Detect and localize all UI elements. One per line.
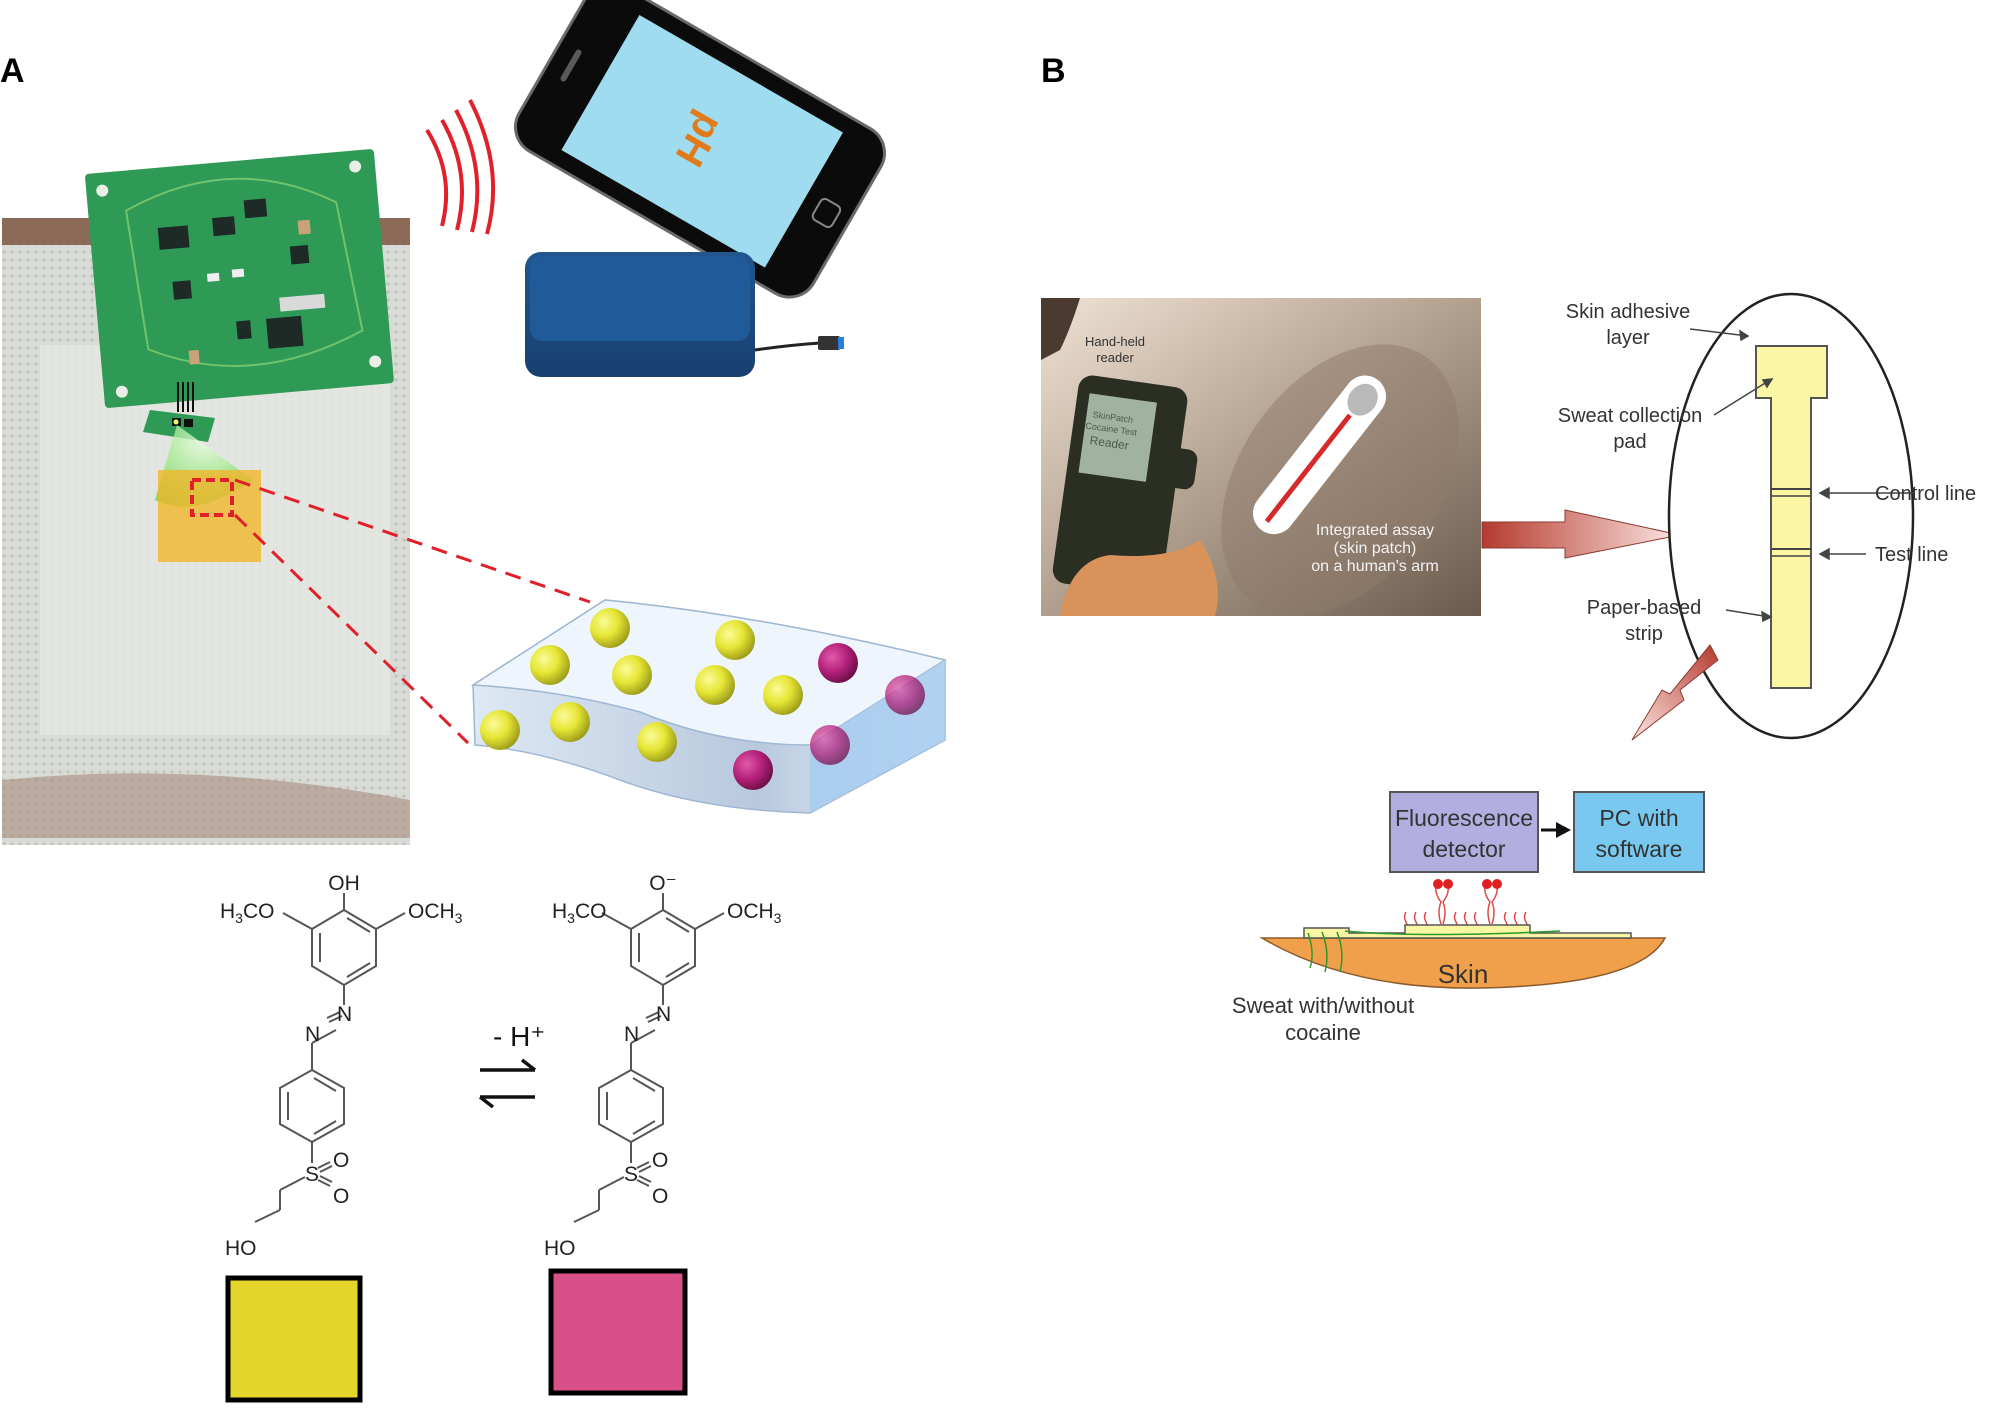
hydrogel-slab <box>470 599 947 814</box>
chem-acid-oxo-1: O <box>333 1149 349 1172</box>
chem-structure-acid <box>254 893 406 1223</box>
sweat-label-line2: cocaine <box>1285 1020 1361 1045</box>
detector-to-pc-arrow-icon <box>1541 822 1571 838</box>
label-test-line: Test line <box>1875 544 1948 566</box>
flow-arrow-down <box>1631 644 1719 741</box>
panel-a-label: A <box>0 52 25 90</box>
chem-acid-azo-n2: N <box>305 1023 320 1046</box>
panel-b-figure: Hand-held reader SkinPatch Cocaine Test … <box>1041 292 1976 1045</box>
chem-labels-acid: OH H3CO OCH3 N N S O O HO <box>220 872 463 1260</box>
indicator-beads <box>480 608 925 790</box>
reader-screen-line3: Reader <box>1089 433 1130 452</box>
assay-caption-line1: Integrated assay <box>1316 522 1434 539</box>
skin-patch <box>1252 375 1387 535</box>
chem-acid-top-group: OH <box>328 872 360 895</box>
chem-structure-base <box>573 893 725 1223</box>
skin-layer <box>1259 937 1667 989</box>
chem-acid-sulfur: S <box>305 1163 319 1186</box>
wireless-signal-icon <box>425 99 496 235</box>
sensor-head <box>143 382 215 442</box>
pc-software-box <box>1573 791 1705 873</box>
chem-acid-tail: HO <box>225 1237 257 1260</box>
phone-screen <box>561 14 843 268</box>
reader-caption-line2: reader <box>1096 350 1134 365</box>
label-pad-line2: pad <box>1613 431 1646 453</box>
detector-label-line2: detector <box>1422 836 1505 862</box>
reaction-label: - H⁺ <box>493 1021 545 1052</box>
detector-label-line1: Fluorescence <box>1395 805 1533 831</box>
sensor-patch <box>158 470 261 562</box>
chem-labels-base: O⁻ H3CO OCH3 N N S O O HO <box>544 872 782 1260</box>
chem-acid-right-group: OCH3 <box>408 900 463 926</box>
assay-caption-line2: (skin patch) <box>1334 540 1417 557</box>
chem-base-azo-n2: N <box>624 1023 639 1046</box>
swatch-base-form <box>548 1268 688 1396</box>
label-paper-line2: strip <box>1625 623 1663 645</box>
chem-base-right-group: OCH3 <box>727 900 782 926</box>
fluorescence-detector-box <box>1389 791 1539 873</box>
zoom-region-marker <box>190 478 234 517</box>
skin-label: Skin <box>1438 959 1489 989</box>
panel-a-figure: pH <box>2 0 947 1403</box>
fluorescence-burst-icons <box>1433 879 1502 889</box>
reader-box <box>525 252 844 377</box>
chem-acid-left-group: H3CO <box>220 900 274 926</box>
chem-base-left-group: H3CO <box>552 900 606 926</box>
sweat-flow-lines <box>1307 930 1561 973</box>
chem-base-azo-n1: N <box>656 1003 671 1026</box>
chem-base-sulfur: S <box>624 1163 638 1186</box>
pc-label-line1: PC with <box>1599 805 1678 831</box>
label-control-line: Control line <box>1875 483 1976 505</box>
label-pad-line1: Sweat collection <box>1558 405 1703 427</box>
chem-base-oxo-2: O <box>652 1185 668 1208</box>
pc-label-line2: software <box>1596 836 1683 862</box>
assay-caption-line3: on a human's arm <box>1311 558 1439 575</box>
swatch-acid-form <box>225 1275 363 1403</box>
paper-strip <box>1755 345 1828 689</box>
label-adhesive-line1: Skin adhesive <box>1566 301 1691 323</box>
chem-acid-azo-n1: N <box>337 1003 352 1026</box>
chem-base-tail: HO <box>544 1237 576 1260</box>
zoom-line-top <box>234 478 591 604</box>
chem-base-top-group: O⁻ <box>649 872 676 895</box>
label-adhesive-line2: layer <box>1606 327 1650 349</box>
strip-labels: Skin adhesive layer Sweat collection pad… <box>1558 301 1976 645</box>
chem-base-oxo-1: O <box>652 1149 668 1172</box>
strip-pointers <box>1689 328 1915 623</box>
chem-acid-oxo-2: O <box>333 1185 349 1208</box>
flow-arrow-right <box>1481 509 1681 559</box>
sweat-label-line1: Sweat with/without <box>1232 993 1414 1018</box>
smartphone: pH <box>514 0 886 299</box>
panel-b-label: B <box>1041 52 1066 90</box>
equilibrium-arrows-icon <box>478 1058 537 1109</box>
label-paper-line1: Paper-based <box>1587 597 1702 619</box>
fluorescence-signals <box>1403 879 1529 933</box>
reader-caption-line1: Hand-held <box>1085 334 1145 349</box>
handheld-reader <box>1052 375 1198 596</box>
pcb-board <box>85 149 394 408</box>
zoom-line-bottom <box>233 513 470 745</box>
reader-photo: Hand-held reader SkinPatch Cocaine Test … <box>1041 298 1481 616</box>
